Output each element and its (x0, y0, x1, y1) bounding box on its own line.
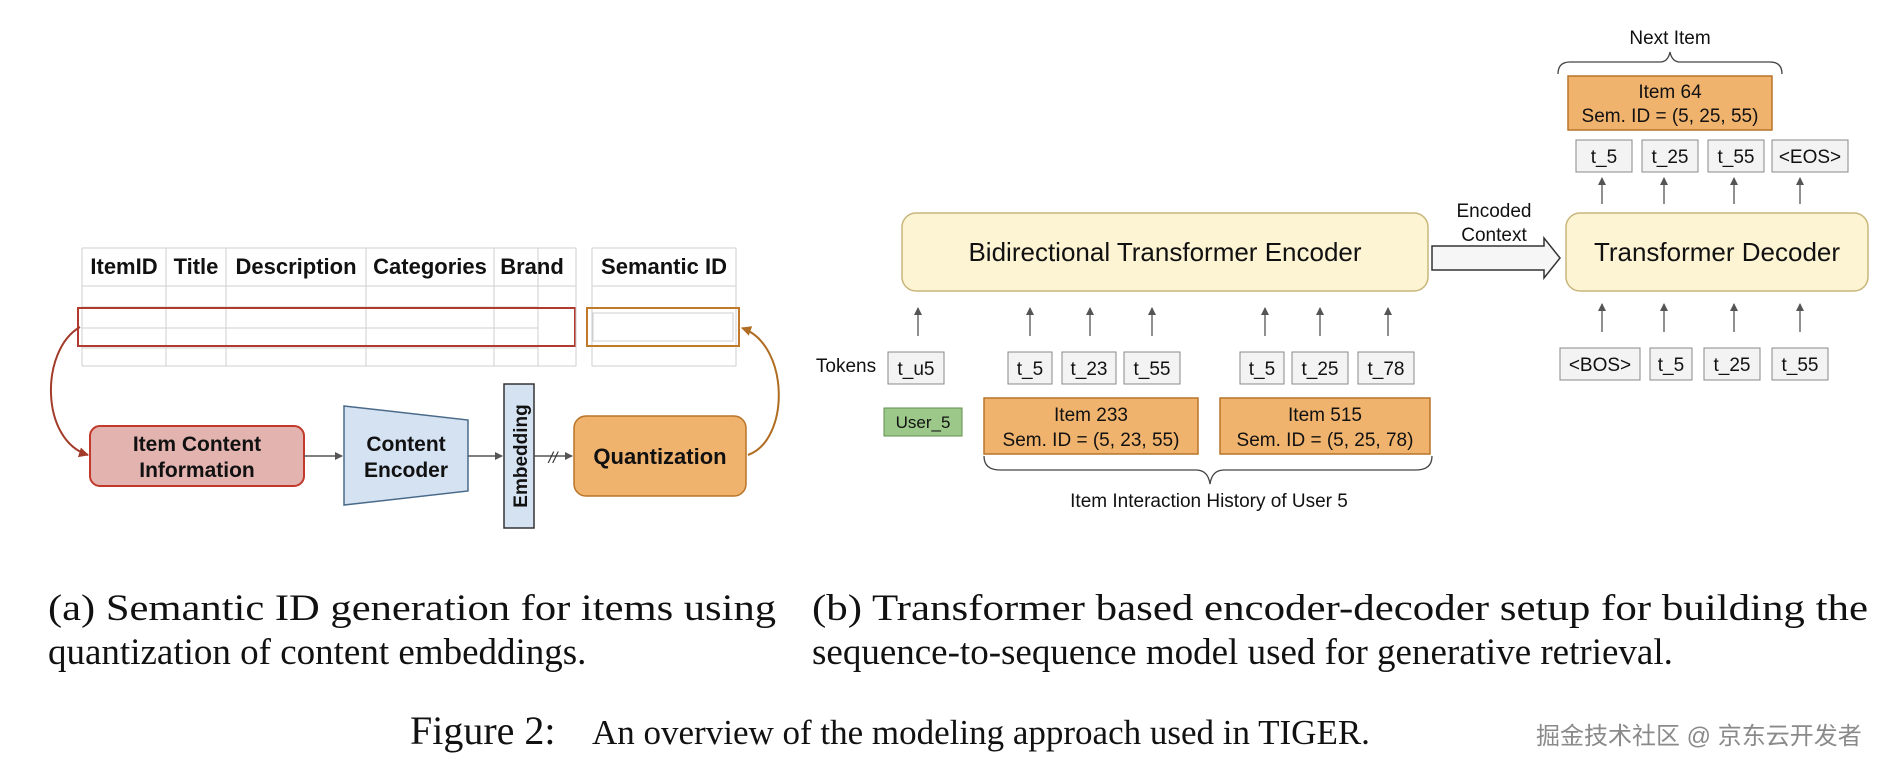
table-header-itemid: ItemID (90, 254, 157, 279)
svg-text:t_55: t_55 (1718, 147, 1755, 168)
item64-line2: Sem. ID = (5, 25, 55) (1582, 106, 1759, 127)
item515-token-1: t_5 (1239, 351, 1285, 385)
item-content-information-box: Item Content Information (89, 425, 305, 487)
item-content-line2: Information (139, 459, 255, 482)
table-header-title: Title (174, 254, 219, 279)
table-header-brand: Brand (500, 254, 564, 279)
user-5-badge: User_5 (883, 407, 963, 437)
decoder-output-t25: t_25 (1641, 139, 1699, 173)
item515-token-2: t_25 (1291, 351, 1349, 385)
item-64-box: Item 64 Sem. ID = (5, 25, 55) (1567, 75, 1773, 131)
decoder-output-t5: t_5 (1575, 139, 1633, 173)
caption-a-line2: quantization of content embeddings. (48, 632, 586, 673)
bidirectional-transformer-encoder: Bidirectional Transformer Encoder (901, 212, 1429, 292)
transformer-decoder: Transformer Decoder (1565, 212, 1869, 292)
item233-token-2: t_23 (1061, 351, 1117, 385)
caption-b-line2: sequence-to-sequence model used for gene… (812, 632, 1673, 673)
svg-text:t_5: t_5 (1591, 147, 1617, 168)
encoded-context-arrow: Encoded Context (1431, 201, 1561, 281)
decoder-output-t55: t_55 (1707, 139, 1765, 173)
svg-text:<EOS>: <EOS> (1779, 147, 1841, 168)
svg-text:<BOS>: <BOS> (1569, 355, 1631, 376)
watermark: 掘金技术社区 @ 京东云开发者 (1536, 723, 1862, 750)
embedding-box: Embedding (503, 383, 535, 529)
row-to-content-arrow (50, 326, 89, 458)
svg-text:t_25: t_25 (1652, 147, 1689, 168)
quantization-label: Quantization (593, 444, 726, 469)
decoder-input-t5: t_5 (1649, 347, 1693, 381)
item64-line1: Item 64 (1638, 82, 1702, 103)
svg-text:t_5: t_5 (1017, 359, 1043, 380)
figure-caption: An overview of the modeling approach use… (592, 713, 1370, 752)
svg-text:User_5: User_5 (896, 413, 951, 432)
table-header-categories: Categories (373, 254, 487, 279)
svg-text:t_55: t_55 (1134, 359, 1171, 380)
svg-text:t_78: t_78 (1368, 359, 1405, 380)
semantic-id-highlight (586, 307, 740, 347)
encoded-context-line1: Encoded (1456, 201, 1531, 222)
table-header-description: Description (235, 254, 356, 279)
caption-a-line1: (a) Semantic ID generation for items usi… (48, 588, 776, 629)
content-encoder-box: Content Encoder (343, 405, 469, 506)
content-encoder-line1: Content (366, 433, 445, 456)
item233-line2: Sem. ID = (5, 23, 55) (1003, 430, 1180, 451)
item233-token-3: t_55 (1123, 351, 1181, 385)
tokens-label: Tokens (816, 356, 876, 377)
semantic-id-header: Semantic ID (601, 254, 727, 279)
svg-text:t_5: t_5 (1658, 355, 1684, 376)
next-item-label: Next Item (1629, 28, 1710, 49)
item-row-highlight (77, 307, 576, 347)
item515-token-3: t_78 (1357, 351, 1415, 385)
user-token: t_u5 (887, 351, 945, 385)
item-attribute-table: ItemID Title Description Categories Bran… (77, 247, 576, 367)
decoder-output-eos: <EOS> (1771, 139, 1849, 173)
content-encoder-line2: Encoder (364, 459, 448, 482)
next-item-brace (1557, 51, 1783, 75)
quantization-to-semantic-id-arrow (741, 326, 780, 456)
svg-text:t_55: t_55 (1782, 355, 1819, 376)
item515-line2: Sem. ID = (5, 25, 78) (1237, 430, 1414, 451)
svg-text:t_u5: t_u5 (898, 359, 935, 380)
item233-line1: Item 233 (1054, 405, 1128, 426)
encoded-context-line2: Context (1461, 225, 1527, 246)
semantic-id-table: Semantic ID (586, 247, 740, 367)
decoder-input-t55: t_55 (1771, 347, 1829, 381)
item-content-line1: Item Content (133, 433, 261, 456)
figure-label: Figure 2: (410, 708, 556, 753)
embedding-label: Embedding (511, 404, 532, 507)
caption-b-line1: (b) Transformer based encoder-decoder se… (812, 588, 1868, 629)
decoder-input-bos: <BOS> (1559, 347, 1641, 381)
history-brace (983, 455, 1433, 485)
svg-text:t_25: t_25 (1302, 359, 1339, 380)
svg-text:t_23: t_23 (1071, 359, 1108, 380)
item-233-box: Item 233 Sem. ID = (5, 23, 55) (983, 397, 1199, 455)
quantization-box: Quantization (573, 415, 747, 497)
encoder-label: Bidirectional Transformer Encoder (968, 237, 1361, 267)
history-label: Item Interaction History of User 5 (1070, 491, 1348, 512)
stop-gradient-mark: // (548, 450, 559, 467)
item233-token-1: t_5 (1007, 351, 1053, 385)
item515-line1: Item 515 (1288, 405, 1362, 426)
svg-text:t_5: t_5 (1249, 359, 1275, 380)
svg-text:t_25: t_25 (1714, 355, 1751, 376)
decoder-label: Transformer Decoder (1594, 237, 1840, 267)
item-515-box: Item 515 Sem. ID = (5, 25, 78) (1219, 397, 1431, 455)
decoder-input-t25: t_25 (1703, 347, 1761, 381)
